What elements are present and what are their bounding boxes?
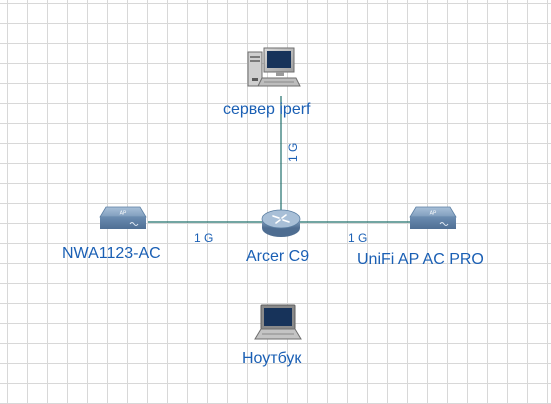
link-label-server-router: 1 G: [286, 142, 300, 162]
ap-badge: AP: [120, 211, 127, 217]
laptop-icon[interactable]: [254, 304, 302, 340]
desktop-computer-icon[interactable]: [247, 47, 301, 87]
link-label-router-ap-right: 1 G: [348, 231, 368, 245]
ap-left-label: NWA1123-AC: [62, 245, 161, 262]
router-label: Arcer C9: [246, 248, 310, 265]
access-point-icon[interactable]: AP: [409, 206, 457, 229]
server-label: сервер iperf: [223, 101, 311, 118]
router-icon[interactable]: [261, 209, 301, 237]
ap-right-label: UniFi AP AC PRO: [357, 251, 484, 268]
ap-badge: AP: [430, 211, 437, 217]
laptop-label: Ноутбук: [242, 350, 302, 367]
access-point-icon[interactable]: AP: [99, 206, 147, 229]
link-label-ap-left-router: 1 G: [194, 231, 214, 245]
